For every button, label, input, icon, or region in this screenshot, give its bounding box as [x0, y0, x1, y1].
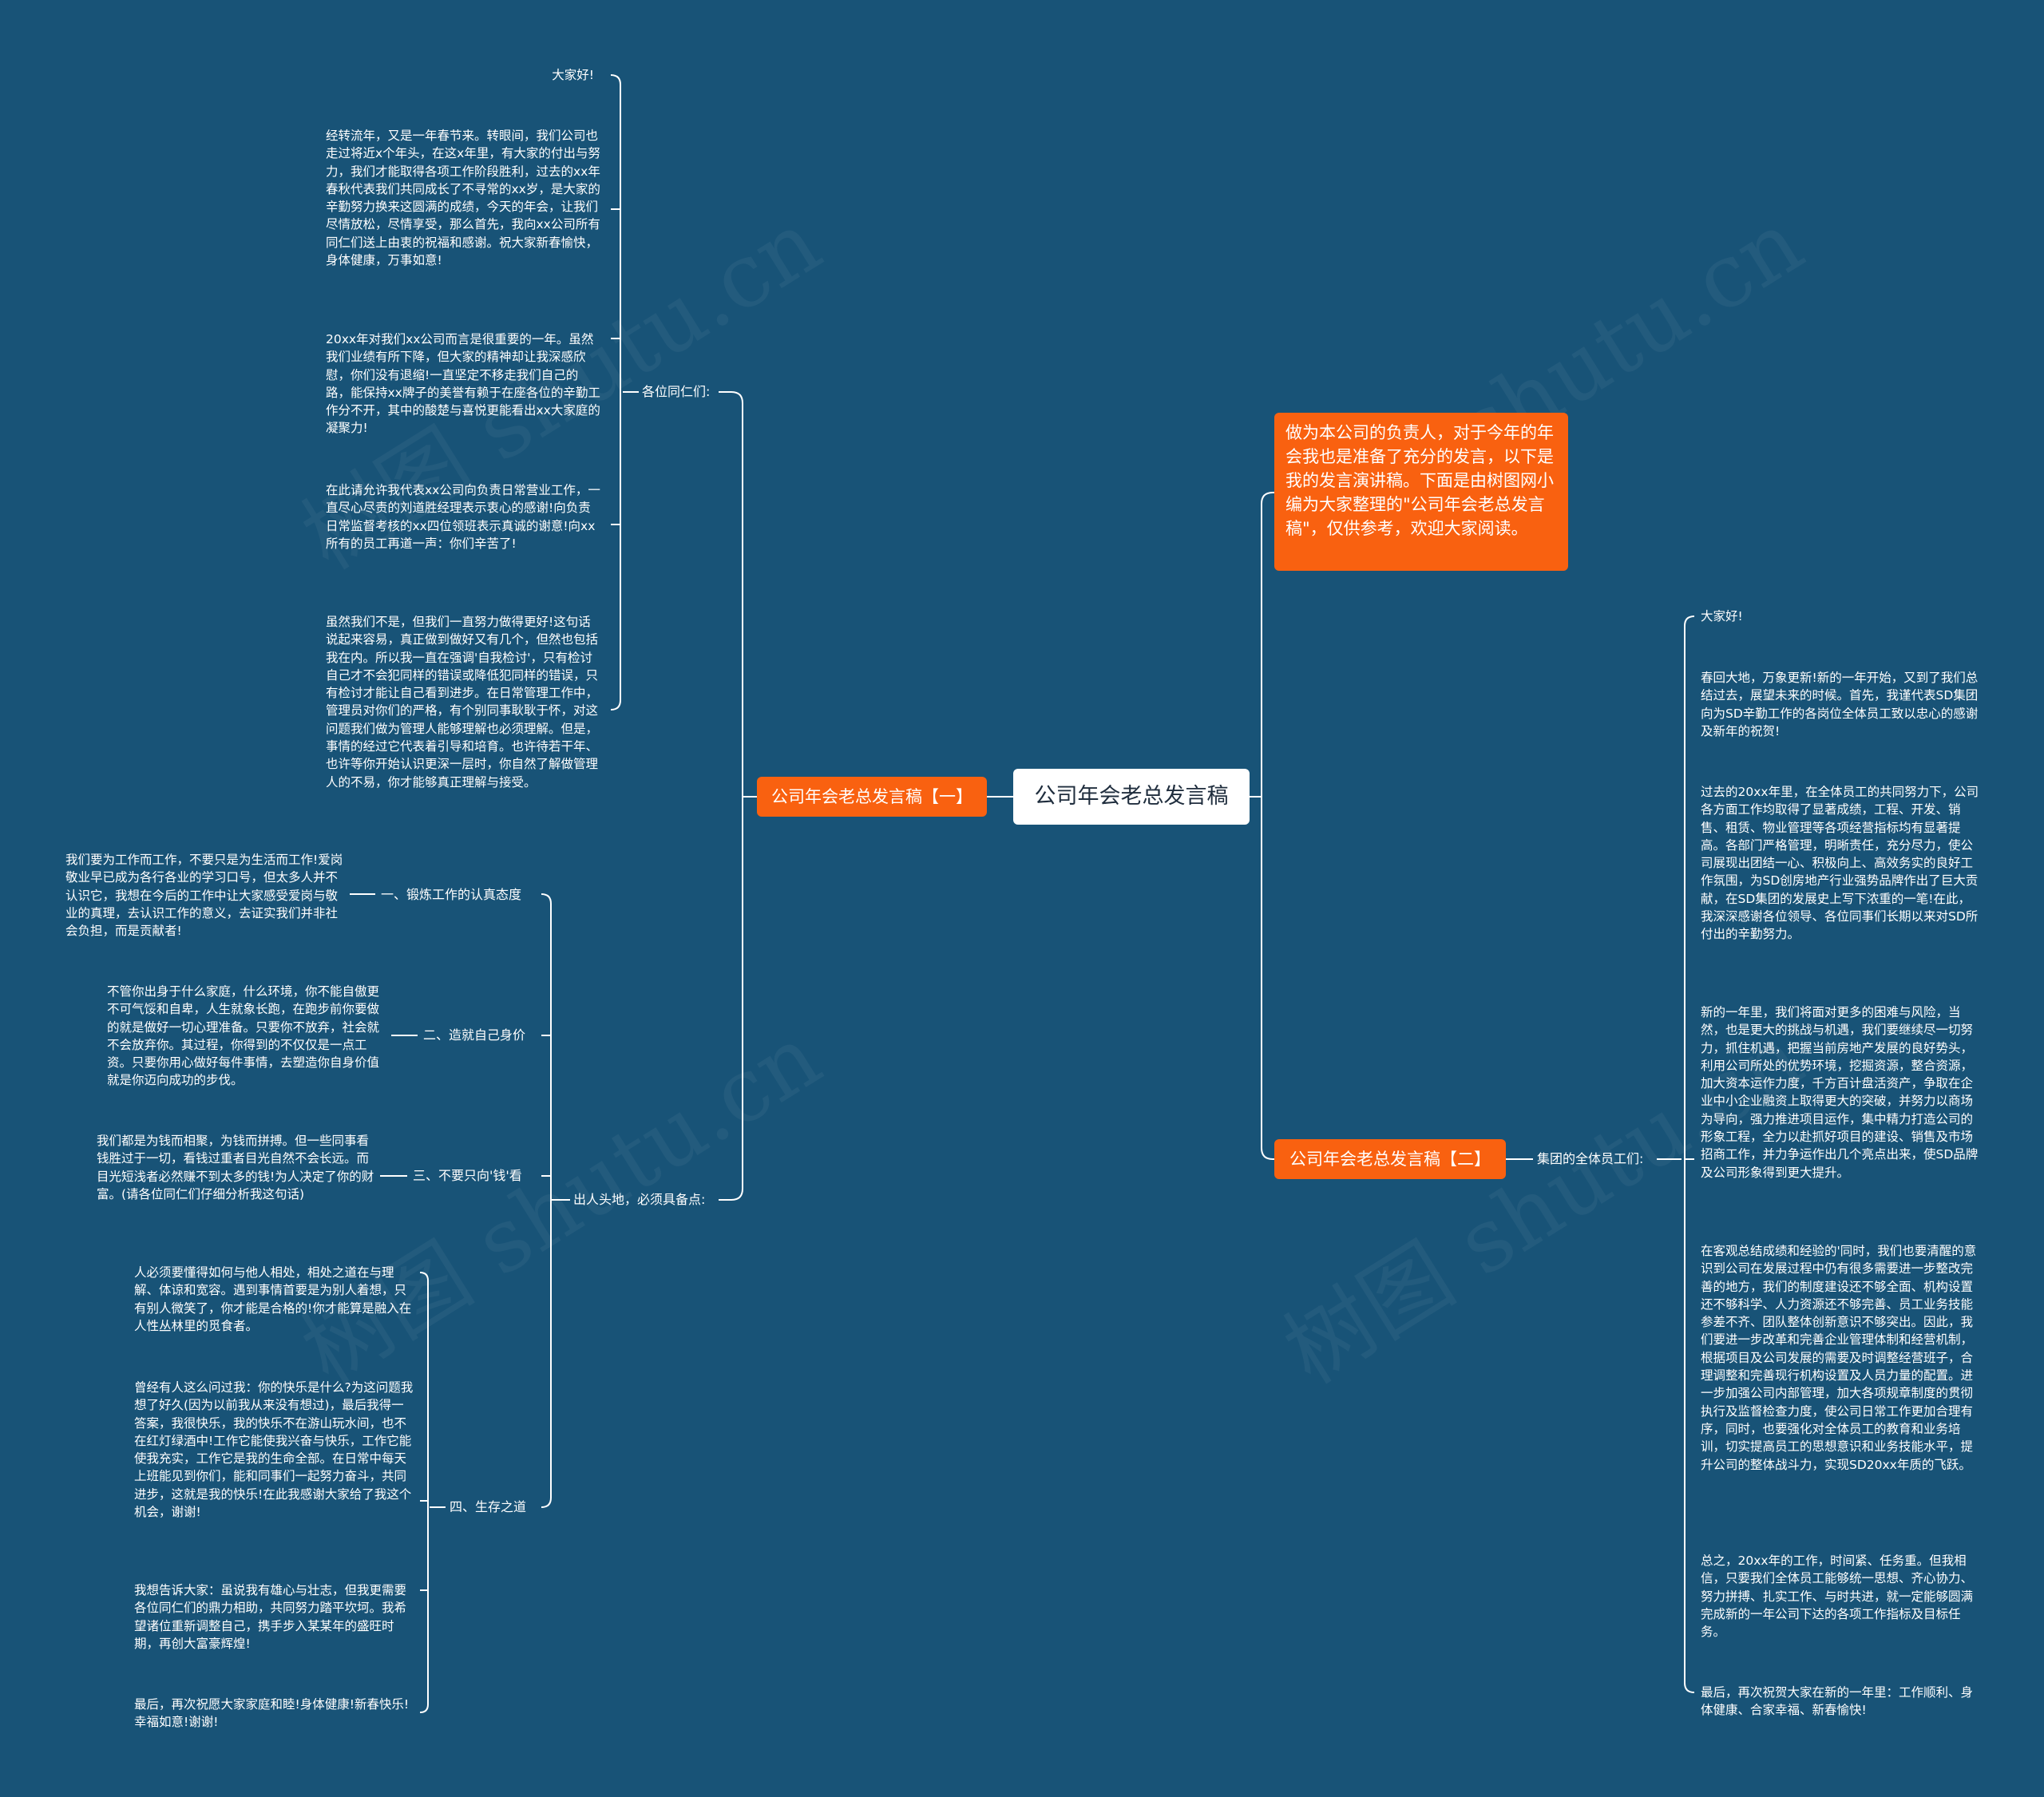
root-topic[interactable]: 公司年会老总发言稿 — [1013, 769, 1250, 825]
connector-22 — [419, 1272, 429, 1713]
connector-15 — [541, 893, 552, 1508]
speech-item: 新的一年里，我们将面对更多的困难与风险，当然，也是更大的挑战与机遇，我们要继续尽… — [1701, 1005, 1979, 1180]
speech-item: 大家好! — [552, 68, 594, 82]
speech-item: 在客观总结成绩和经验的'同时，我们也要清醒的意识到公司在发展过程中仍有很多需要进… — [1701, 1244, 1977, 1472]
sub-topic-survival[interactable]: 四、生存之道 — [450, 1499, 527, 1514]
sub-topic-attitude[interactable]: 一、锻炼工作的认真态度 — [381, 887, 522, 902]
sub-topic-money[interactable]: 三、不要只向'钱'看 — [413, 1168, 522, 1183]
branch-one[interactable]: 公司年会老总发言稿【一】 — [757, 777, 987, 817]
connector-27 — [1684, 615, 1695, 1693]
speech-item: 虽然我们不是，但我们一直努力做得更好!这句话说起来容易，真正做到做好又有几个，但… — [326, 615, 599, 790]
speech-item: 过去的20xx年里，在全体员工的共同努力下，公司各方面工作均取得了显著成绩，工程… — [1701, 785, 1979, 942]
group-success-label[interactable]: 出人头地，必须具备点: — [573, 1192, 706, 1207]
speech-item: 经转流年，又是一年春节来。转眼间，我们公司也走过将近x个年头，在这x年里，有大家… — [326, 129, 600, 268]
group-colleagues-label[interactable]: 各位同仁们: — [642, 384, 711, 399]
speech-item: 曾经有人这么问过我：你的快乐是什么?为这问题我想了好久(因为以前我从来没有想过)… — [134, 1380, 414, 1520]
branch-two[interactable]: 公司年会老总发言稿【二】 — [1274, 1139, 1506, 1179]
speech-item: 我们要为工作而工作，不要只是为生活而工作!爱岗敬业早已成为各行各业的学习口号，但… — [65, 853, 343, 939]
speech-item: 20xx年对我们xx公司而言是很重要的一年。虽然我们业绩有所下降，但大家的精神却… — [326, 332, 600, 436]
speech-item: 最后，再次祝贺大家在新的一年里：工作顺利、身体健康、合家幸福、新春愉快! — [1701, 1685, 1974, 1718]
speech-item: 春回大地，万象更新!新的一年开始，又到了我们总结过去，展望未来的时候。首先，我谨… — [1701, 671, 1979, 738]
speech-item: 总之，20xx年的工作，时间紧、任务重。但我相信，只要我们全体员工能够统一思想、… — [1701, 1554, 1974, 1640]
speech-item: 在此请允许我代表xx公司向负责日常营业工作，一直尽心尽责的刘道胜经理表示衷心的感… — [326, 483, 600, 551]
group-employees-label[interactable]: 集团的全体员工们: — [1537, 1151, 1644, 1166]
connector-2 — [1261, 492, 1274, 1160]
sub-topic-value[interactable]: 二、造就自己身价 — [423, 1027, 526, 1043]
speech-item: 我们都是为钱而相聚，为钱而拼搏。但一些同事看钱胜过于一切，看钱过重者目光自然不会… — [97, 1134, 374, 1201]
speech-item: 我想告诉大家：虽说我有雄心与壮志，但我更需要各位同仁们的鼎力相助，共同努力踏平坎… — [134, 1583, 407, 1651]
connector-10 — [610, 74, 621, 710]
speech-item: 人必须要懂得如何与他人相处，相处之道在与理解、体谅和宽容。遇到事情首要是为别人着… — [134, 1265, 412, 1333]
speech-item: 大家好! — [1701, 609, 1743, 623]
connector-6 — [731, 391, 743, 1201]
speech-item: 不管你出身于什么家庭，什么环境，你不能自傲更不可气馁和自卑，人生就象长跑，在跑步… — [107, 984, 380, 1088]
intro-node[interactable]: 做为本公司的负责人，对于今年的年会我也是准备了充分的发言，以下是我的发言演讲稿。… — [1274, 413, 1568, 571]
speech-item: 最后，再次祝愿大家家庭和睦!身体健康!新春快乐!幸福如意!谢谢! — [134, 1697, 410, 1730]
